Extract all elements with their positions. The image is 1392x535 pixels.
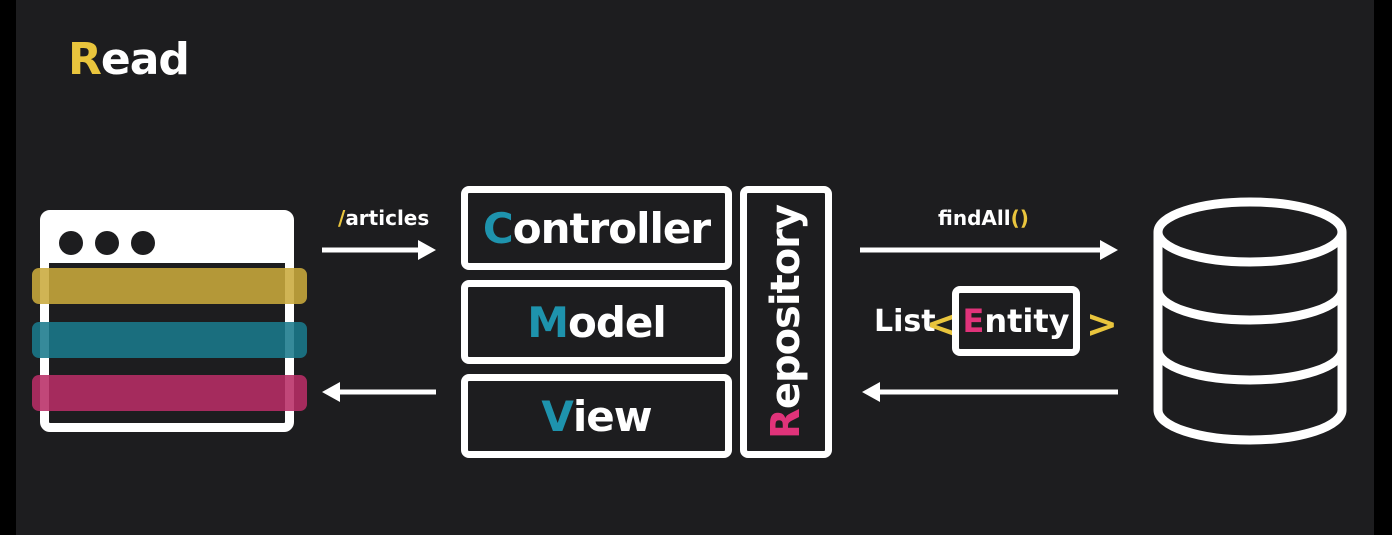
title-rest: ead bbox=[100, 34, 190, 85]
content-stripe-pink bbox=[32, 375, 307, 411]
content-stripe-teal bbox=[32, 322, 307, 358]
database-icon bbox=[1153, 197, 1347, 445]
response-arrow bbox=[322, 382, 436, 402]
window-dot-icon bbox=[59, 231, 83, 255]
model-rest: odel bbox=[567, 297, 667, 347]
close-angle-bracket: > bbox=[1086, 302, 1118, 346]
slide-title: Read bbox=[68, 34, 190, 85]
title-initial: R bbox=[68, 34, 102, 85]
request-path-label: /articles bbox=[338, 206, 429, 230]
browser-title-bar bbox=[49, 219, 285, 263]
window-dot-icon bbox=[95, 231, 119, 255]
entity-rest: ntity bbox=[984, 302, 1070, 340]
find-all-label: findAll() bbox=[938, 206, 1029, 230]
find-method: findAll bbox=[938, 206, 1011, 230]
path-text: articles bbox=[345, 206, 430, 230]
view-rest: iew bbox=[572, 391, 653, 441]
find-parens: () bbox=[1010, 206, 1029, 230]
controller-rest: ontroller bbox=[512, 203, 711, 253]
diagram-graphics bbox=[322, 197, 1347, 445]
result-arrow bbox=[862, 382, 1118, 402]
repository-box: Repository bbox=[740, 186, 832, 458]
query-arrow bbox=[860, 240, 1118, 260]
entity-initial: E bbox=[962, 302, 985, 340]
controller-initial: C bbox=[482, 203, 514, 253]
list-label: List bbox=[874, 304, 936, 339]
path-slash: / bbox=[338, 206, 346, 230]
model-initial: M bbox=[527, 297, 569, 347]
content-stripe-yellow bbox=[32, 268, 307, 304]
view-initial: V bbox=[541, 391, 574, 441]
request-arrow bbox=[322, 240, 436, 260]
window-dot-icon bbox=[131, 231, 155, 255]
